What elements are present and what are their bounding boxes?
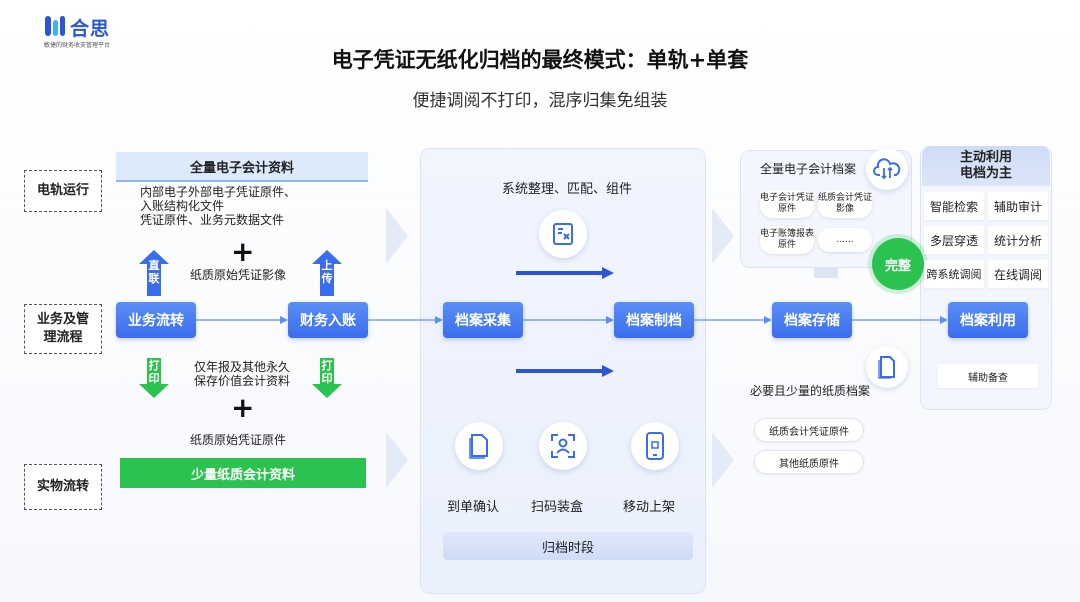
elec-archive-title: 全量电子会计档案 [760,162,857,176]
row-label-physical: 实物流转 [24,464,102,510]
confirm-step-circle [455,422,503,470]
monitor-stand [814,268,838,278]
storage-item: ...... [818,228,872,252]
paper-archive-item: 其他纸质原件 [754,450,864,474]
use-feature-cell[interactable]: 智能检索 [924,192,984,220]
shelf-step-circle [631,422,679,470]
use-panel-header: 主动利用 电档为主 [922,146,1050,186]
thick-arrow-top [516,267,614,279]
upload-arrow-direct: 直联 [139,250,169,296]
paper-desc-line-1: 仅年报及其他永久 [194,360,291,374]
page-title: 电子凭证无纸化归档的最终模式：单轨+单套 [331,48,749,72]
paper-document-icon [878,356,895,379]
use-footer-cell[interactable]: 辅助备查 [938,364,1038,388]
flow-collect-button[interactable]: 档案采集 [443,302,523,338]
storage-item: 电子会计凭证原件 [760,190,814,218]
step-scan-label: 扫码装盒 [531,500,584,515]
logo-icon [45,16,65,36]
row-label-electronic: 电轨运行 [24,170,102,212]
print-arrow-left: 打印 [139,358,169,398]
storage-item: 电子账簿报表原件 [760,226,814,254]
row-label-business: 业务及管理流程 [24,304,102,354]
print-arrow-text: 打印 [148,359,160,385]
elec-desc-line-2: 入账结构化文件 [140,199,225,213]
paper-archive-circle [866,346,908,388]
system-match-circle [539,210,587,258]
flow-business-button[interactable]: 业务流转 [116,302,196,338]
chevron-arrow [712,432,734,488]
flow-use-button[interactable]: 档案利用 [948,302,1028,338]
plus-sign: + [231,391,255,424]
down-arrow-icon [139,358,169,398]
mobile-scan-icon [646,432,664,460]
flow-connector-lines [196,316,948,324]
cloud-sync-icon [873,158,901,180]
storage-item: 纸质会计凭证影像 [818,190,872,218]
upload-arrow-text: 直联 [148,259,160,285]
paper-archive-item: 纸质会计凭证原件 [754,418,864,442]
paper-desc-line-2: 保存价值会计资料 [194,374,291,388]
paper-archive-title: 必要且少量的纸质档案 [750,384,871,398]
up-arrow-icon [312,250,342,296]
use-feature-cell[interactable]: 跨系统调阅 [924,260,984,288]
use-header-line-2: 电档为主 [959,166,1012,181]
down-arrow-icon [312,358,342,398]
flow-accounting-button[interactable]: 财务入账 [288,302,368,338]
complete-badge: 完整 [872,238,924,290]
scan-step-circle [539,422,587,470]
use-feature-cell[interactable]: 在线调阅 [988,260,1048,288]
chevron-arrow [386,432,408,488]
elec-desc-line-1: 内部电子外部电子凭证原件、 [140,185,297,199]
left-footer-strip: 少量纸质会计资料 [120,458,366,488]
paper-original-label: 纸质原始凭证原件 [190,433,287,447]
use-header-line-1: 主动利用 [959,149,1012,165]
use-feature-cell[interactable]: 统计分析 [988,226,1048,254]
upload-arrow-text: 上传 [321,259,333,285]
system-process-label: 系统整理、匹配、组件 [502,182,633,197]
upload-arrow-upload: 上传 [312,250,342,296]
print-arrow-right: 打印 [312,358,342,398]
elec-desc-line-3: 凭证原件、业务元数据文件 [140,213,285,227]
document-icon [469,434,488,459]
page-subtitle: 便捷调阅不打印，混序归集免组装 [412,91,668,111]
document-match-icon [553,223,573,245]
step-confirm-label: 到单确认 [447,500,500,515]
scan-icon [551,434,575,458]
complete-badge-label: 完整 [884,258,911,274]
thick-arrow-bottom [516,365,614,377]
left-header-strip: 全量电子会计资料 [116,152,368,182]
cloud-sync-circle [866,148,908,190]
paper-image-label: 纸质原始凭证影像 [190,268,287,282]
plus-sign: + [231,235,255,268]
chevron-arrow [386,208,408,264]
use-feature-cell[interactable]: 辅助审计 [988,192,1048,220]
flow-make-button[interactable]: 档案制档 [614,302,694,338]
up-arrow-icon [139,250,169,296]
archive-phase-label: 归档时段 [541,540,594,556]
archive-phase-bar: 归档时段 [443,532,693,560]
logo-name: 合思 [70,18,111,40]
print-arrow-text: 打印 [321,359,333,385]
use-feature-cell[interactable]: 多层穿透 [924,226,984,254]
step-shelf-label: 移动上架 [623,500,676,515]
chevron-arrow [712,208,734,264]
flow-store-button[interactable]: 档案存储 [772,302,852,338]
logo-tagline: 敏捷的财务收支管理平台 [44,42,111,49]
